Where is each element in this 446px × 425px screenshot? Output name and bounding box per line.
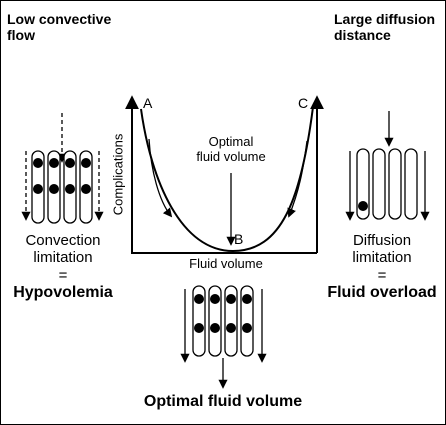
right-cell [358,201,368,211]
bottom-cell [194,323,204,333]
point-a-label: A [143,95,153,111]
graph [125,95,324,254]
left-caption: Convection limitation = Hypovolemia [13,232,113,301]
x-axis-label: Fluid volume [189,256,263,271]
bottom-cell [210,294,220,304]
optimum-label: Optimal fluid volume [196,134,266,164]
right-vessel [372,148,386,220]
left-cell [81,184,91,194]
left-cell [49,158,59,168]
right-slope-arrow [287,140,308,218]
bottom-cell [242,294,252,304]
y-axis-label: Complications [110,133,126,216]
bottom-vessel [192,285,206,357]
bottom-cell [226,294,236,304]
bottom-vessel [240,285,254,357]
right-vessel [356,148,370,220]
bottom-cell [226,323,236,333]
left-cell [49,184,59,194]
right-capillaries [345,111,430,221]
bottom-cell [242,323,252,333]
point-b-label: B [234,231,244,247]
left-slope-arrow [148,138,173,218]
corner-right-label: Large diffusion distance [334,11,436,44]
right-vessel [388,148,402,220]
u-curve [140,106,314,253]
right-vessel [404,148,418,220]
left-cell [33,158,43,168]
left-capillaries [21,113,104,224]
bottom-caption: Optimal fluid volume [143,393,303,410]
bottom-cell [194,294,204,304]
right-caption: Diffusion limitation = Fluid overload [327,232,437,301]
left-cell [65,184,75,194]
bottom-capillaries [180,285,267,389]
point-c-label: C [298,95,309,111]
bottom-vessel [224,285,238,357]
left-cell [81,158,91,168]
left-cell [65,158,75,168]
bottom-cell [210,323,220,333]
left-cell [33,184,43,194]
bottom-vessel [208,285,222,357]
corner-left-label: Low convective flow [7,11,112,44]
